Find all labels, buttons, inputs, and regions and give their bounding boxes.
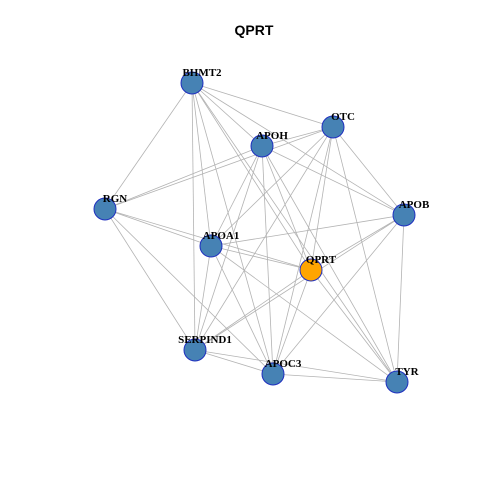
edge-bhmt2-qprt — [191, 82, 312, 271]
node-label-tyr: TYR — [395, 366, 419, 378]
edge-layer — [104, 82, 405, 383]
node-tyr[interactable] — [385, 370, 409, 394]
node-qprt[interactable] — [299, 258, 323, 282]
edge-otc-qprt — [310, 126, 334, 271]
edge-otc-apob — [332, 126, 405, 216]
edge-apob-serpind1 — [194, 214, 405, 351]
edge-apob-qprt — [310, 214, 405, 271]
edge-bhmt2-otc — [191, 82, 334, 128]
edge-apoh-serpind1 — [194, 145, 263, 351]
node-label-apoa1: APOA1 — [203, 230, 240, 242]
edge-bhmt2-apoc3 — [191, 82, 274, 375]
edge-serpind1-tyr — [194, 349, 398, 383]
edge-rgn-apoc3 — [104, 208, 274, 375]
edge-apoc3-tyr — [272, 373, 398, 383]
edge-apoh-rgn — [104, 145, 263, 210]
edge-otc-apoh — [261, 126, 334, 147]
edge-apoa1-serpind1 — [194, 245, 212, 351]
node-bhmt2[interactable] — [180, 71, 204, 95]
edge-apob-apoc3 — [272, 214, 405, 375]
node-label-qprt: QPRT — [306, 254, 337, 266]
edge-bhmt2-apoa1 — [191, 82, 212, 247]
node-label-bhmt2: BHMT2 — [182, 67, 222, 79]
edge-otc-apoa1 — [210, 126, 334, 247]
node-label-apoh: APOH — [256, 130, 288, 142]
edge-apoa1-qprt — [210, 245, 312, 271]
node-rgn[interactable] — [93, 197, 117, 221]
node-label-rgn: RGN — [103, 193, 128, 205]
edge-apoh-apoc3 — [261, 145, 274, 375]
edge-rgn-serpind1 — [104, 208, 196, 351]
edge-apoh-qprt — [261, 145, 312, 271]
edge-bhmt2-apob — [191, 82, 405, 216]
node-label-apoc3: APOC3 — [265, 358, 302, 370]
edge-otc-serpind1 — [194, 126, 334, 351]
edge-rgn-apoa1 — [104, 208, 212, 247]
edge-apoh-apoa1 — [210, 145, 263, 247]
edge-qprt-serpind1 — [194, 269, 312, 351]
edge-qprt-apoc3 — [272, 269, 312, 375]
node-serpind1[interactable] — [183, 338, 207, 362]
edge-qprt-tyr — [310, 269, 398, 383]
node-apob[interactable] — [392, 203, 416, 227]
edge-apoa1-apoc3 — [210, 245, 274, 375]
node-layer — [93, 71, 416, 394]
edge-otc-rgn — [104, 126, 334, 210]
edge-otc-tyr — [332, 126, 398, 383]
edge-apoh-apob — [261, 145, 405, 216]
edge-bhmt2-serpind1 — [191, 82, 196, 351]
edge-apoh-tyr — [261, 145, 398, 383]
edge-apob-apoa1 — [210, 214, 405, 247]
node-apoc3[interactable] — [261, 362, 285, 386]
edge-apob-tyr — [396, 214, 405, 383]
edge-apoa1-tyr — [210, 245, 398, 383]
node-label-otc: OTC — [331, 111, 355, 123]
edge-bhmt2-rgn — [104, 82, 193, 210]
edge-bhmt2-apoh — [191, 82, 263, 147]
graph-title: QPRT — [235, 22, 274, 38]
node-label-serpind1: SERPIND1 — [178, 334, 232, 346]
node-apoa1[interactable] — [199, 234, 223, 258]
node-apoh[interactable] — [250, 134, 274, 158]
node-label-apob: APOB — [399, 199, 430, 211]
node-otc[interactable] — [321, 115, 345, 139]
edge-serpind1-apoc3 — [194, 349, 274, 375]
